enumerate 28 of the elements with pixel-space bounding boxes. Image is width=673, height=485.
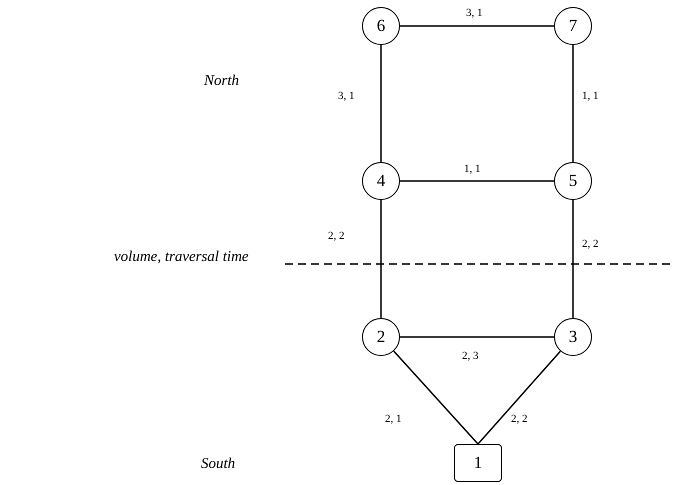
node-box: 1	[454, 444, 502, 482]
connector-line	[400, 180, 554, 182]
edge-label: 2, 2	[582, 239, 598, 250]
region-label: volume, traversal time	[114, 250, 249, 265]
edge-label: 1, 1	[582, 91, 598, 102]
connector-line	[380, 200, 382, 318]
node-circle: 6	[362, 7, 400, 45]
node-circle: 2	[362, 318, 400, 356]
connector-line	[400, 25, 554, 27]
node-circle: 7	[554, 7, 592, 45]
region-label: South	[201, 457, 236, 472]
connector-line	[380, 45, 382, 162]
edge-label: 3, 1	[466, 8, 482, 19]
edge-label: 3, 1	[338, 91, 354, 102]
node-circle: 3	[554, 318, 592, 356]
node-circle: 5	[554, 162, 592, 200]
connector-line	[572, 200, 574, 318]
edge-label: 2, 2	[328, 231, 344, 242]
connector-line	[572, 45, 574, 162]
node-circle: 4	[362, 162, 400, 200]
edge-label: 1, 1	[464, 164, 480, 175]
connector-line	[400, 336, 554, 338]
edge-label: 2, 1	[385, 414, 402, 425]
edge-label: 2, 3	[462, 351, 478, 362]
connector-line	[393, 350, 479, 444]
edge-label: 2, 2	[511, 414, 528, 425]
connector-line	[477, 350, 561, 444]
region-label: North	[204, 74, 240, 89]
